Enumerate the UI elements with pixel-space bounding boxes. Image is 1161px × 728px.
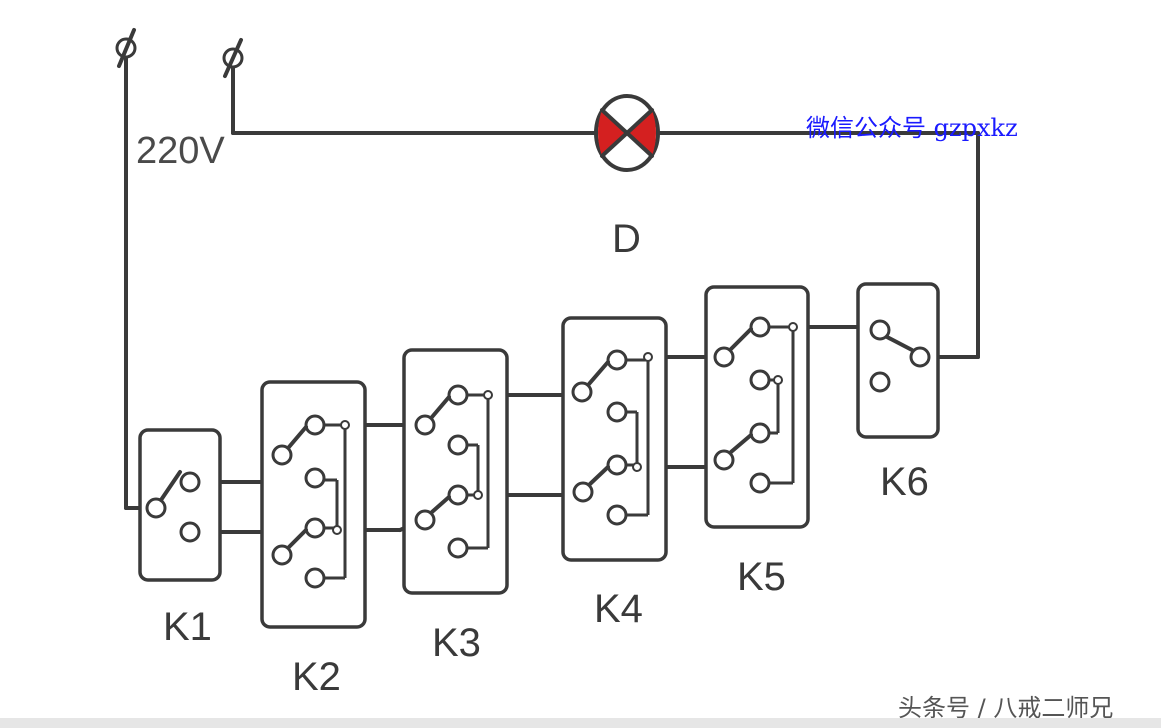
watermark-text: 头条号 / 八戒二师兄	[898, 694, 1114, 722]
wechat-account-text: 微信公众号 gzpxkz	[806, 114, 1018, 142]
switch-label-k1: K1	[163, 605, 212, 649]
switch-label-k4: K4	[594, 587, 643, 631]
terminal-symbol-icon	[115, 28, 137, 68]
switch-k4	[561, 316, 668, 562]
switch-label-k3: K3	[432, 621, 481, 665]
switch-label-k2: K2	[292, 655, 341, 699]
terminal-symbol-icon	[222, 38, 244, 78]
switch-label-k6: K6	[880, 460, 929, 504]
switch-k3	[402, 348, 509, 595]
switch-k5	[704, 285, 810, 529]
switch-k2	[260, 380, 367, 629]
switch-k6	[856, 282, 940, 439]
voltage-label: 220V	[136, 130, 225, 172]
bottom-bar	[0, 718, 1161, 728]
lamp-label: D	[612, 217, 641, 261]
lamp-symbol-icon	[594, 94, 660, 172]
switch-k1	[138, 428, 222, 582]
switch-label-k5: K5	[737, 555, 786, 599]
